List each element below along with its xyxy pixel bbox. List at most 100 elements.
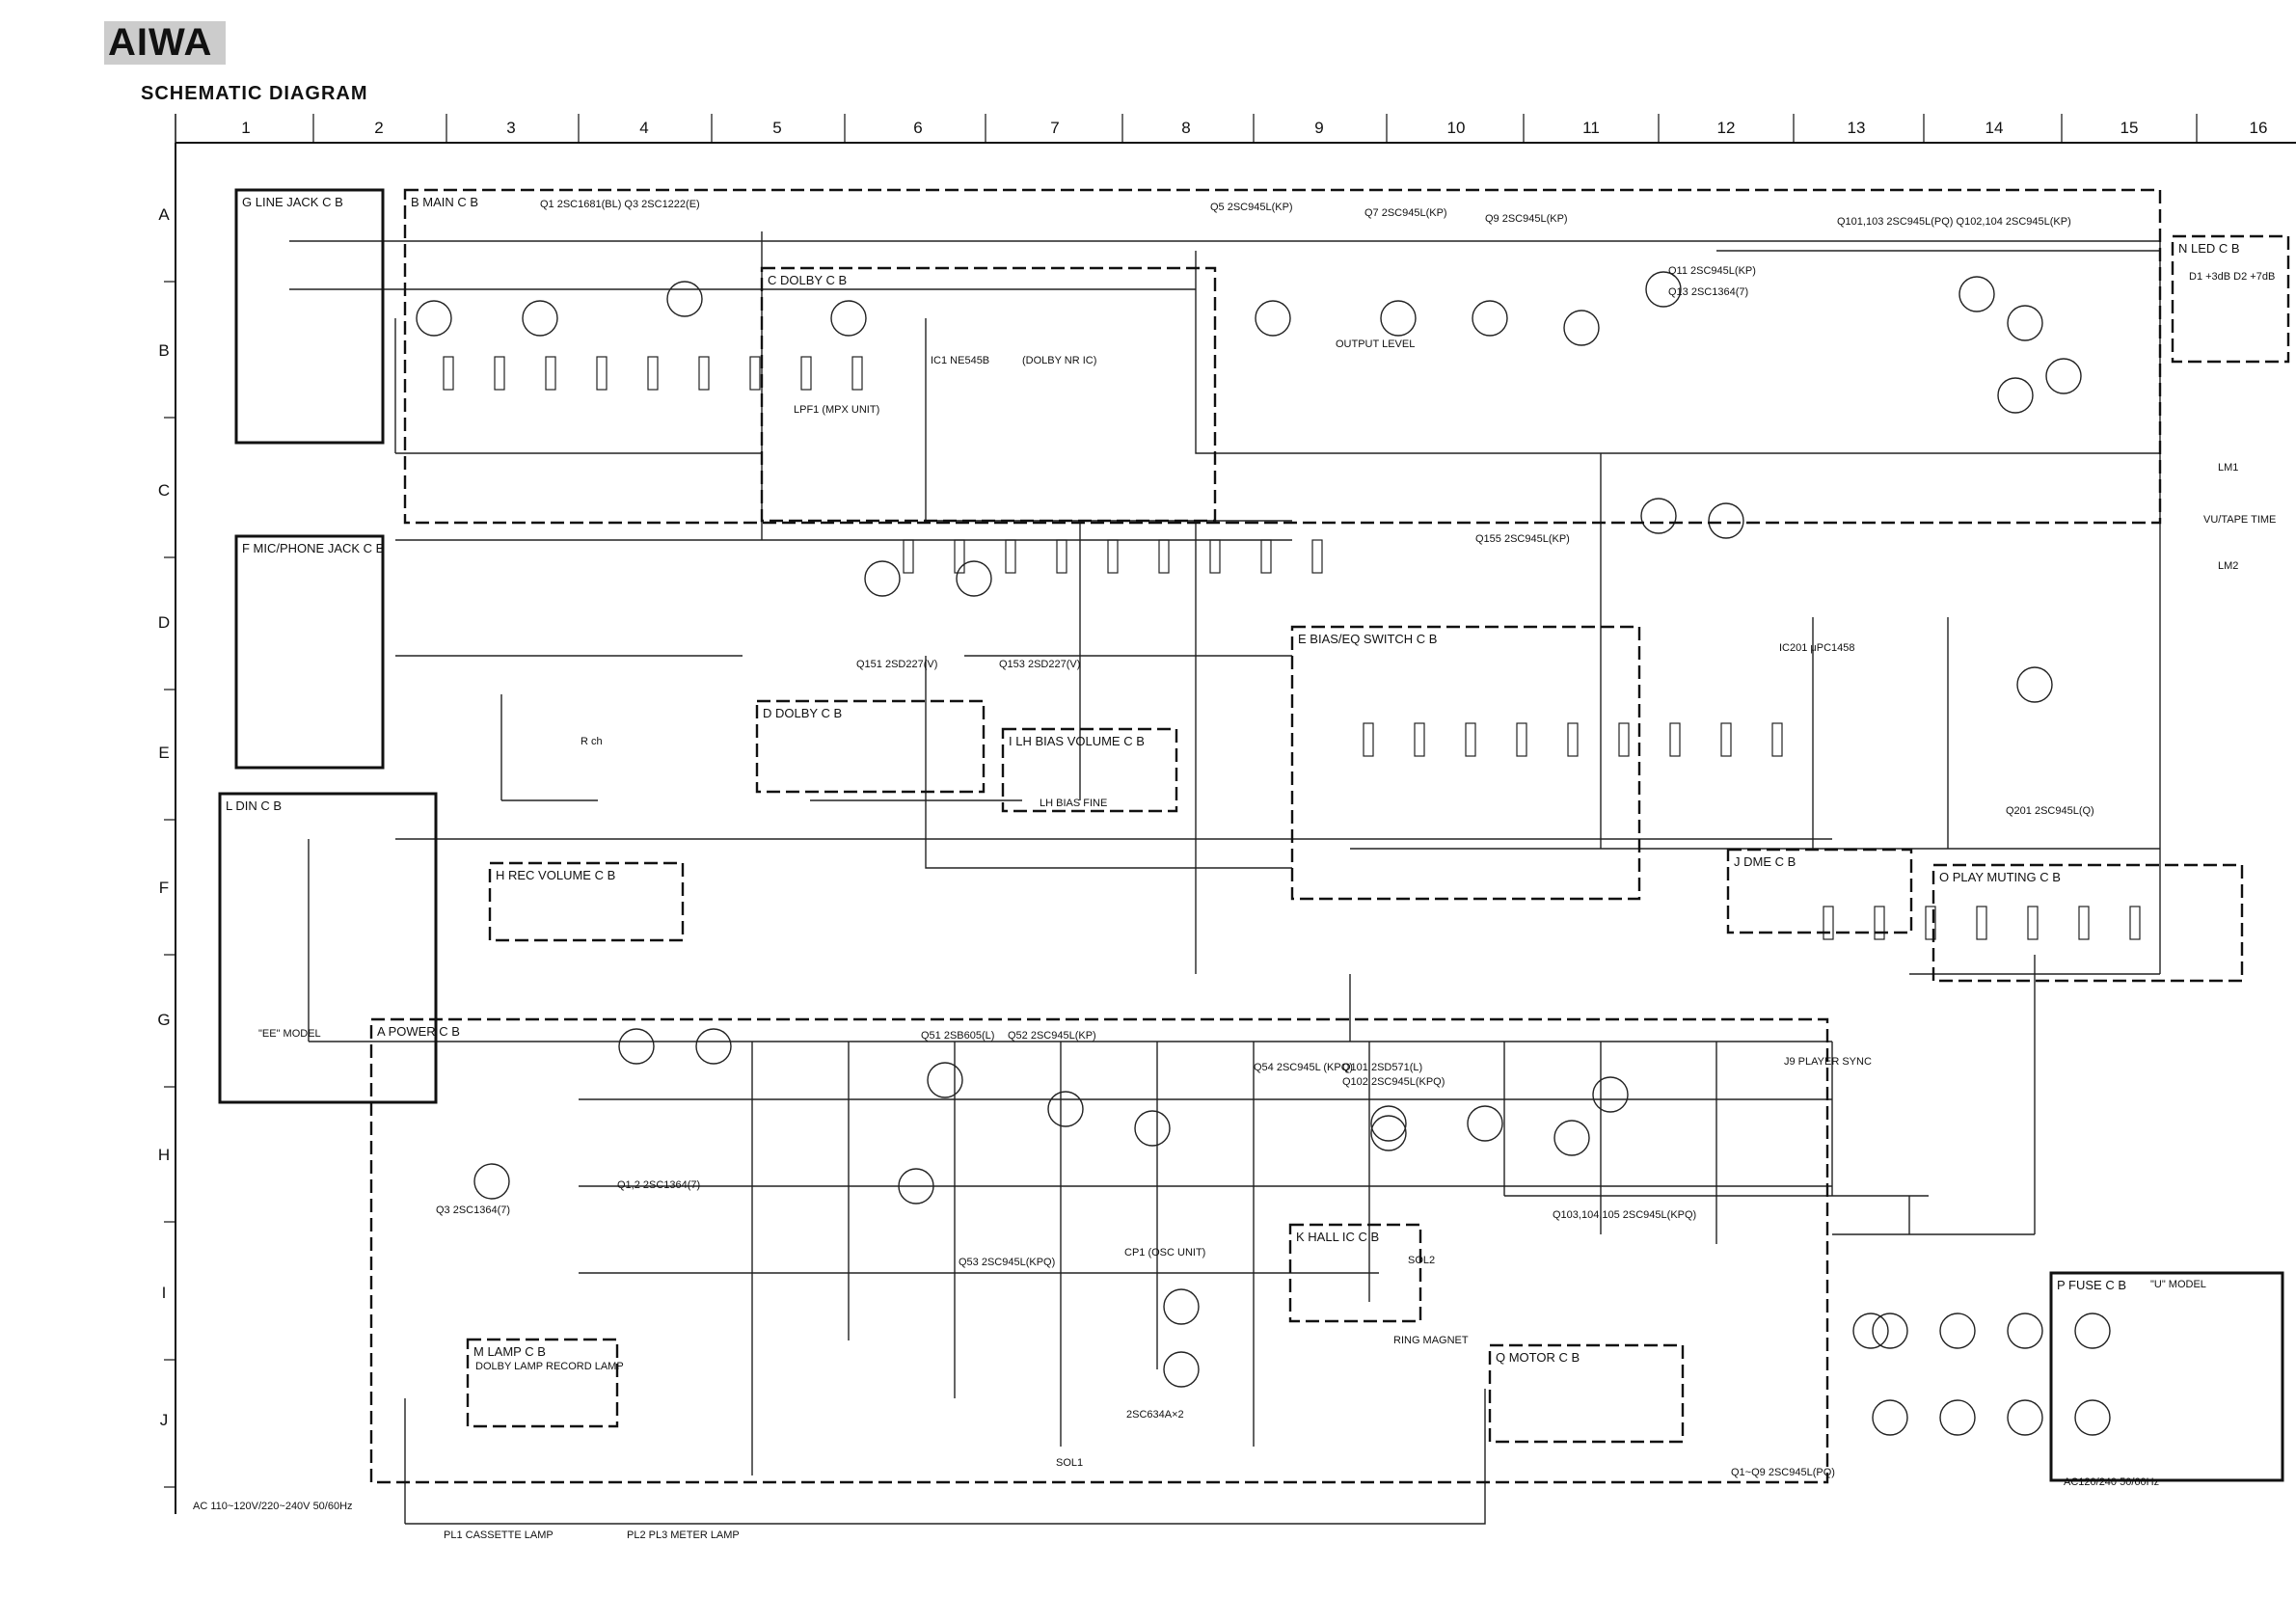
component-annotations: Q1 2SC1681(BL) Q3 2SC1222(E) Q5 2SC945L(K… xyxy=(193,199,2276,1541)
grid-column-3: 3 xyxy=(506,119,515,137)
annotation-osc: 2SC634A×2 xyxy=(1126,1409,1184,1421)
grid-column-9: 9 xyxy=(1314,119,1323,137)
block-label-dolby1: C DOLBY C B xyxy=(768,273,847,287)
block-label-led: N LED C B xyxy=(2178,241,2240,256)
annotation-q53: Q53 2SC945L(KPQ) xyxy=(959,1257,1055,1268)
grid-column-12: 12 xyxy=(1717,119,1736,137)
annotation-q9: Q9 2SC945L(KP) xyxy=(1485,213,1568,225)
annotation-q13: Q13 2SC1364(7) xyxy=(1668,286,1748,298)
annotation-pl23: PL2 PL3 METER LAMP xyxy=(627,1529,740,1541)
annotation-pl1: PL1 CASSETTE LAMP xyxy=(444,1529,554,1541)
block-lh-bias: I LH BIAS VOLUME C B xyxy=(1001,727,1178,813)
annotation-dolbylamp: DOLBY LAMP xyxy=(475,1361,543,1372)
grid-row-J: J xyxy=(160,1411,169,1429)
annotation-q153: Q153 2SD227(V) xyxy=(999,659,1080,670)
annotation-lm2: LM2 xyxy=(2218,560,2238,572)
grid-column-10: 10 xyxy=(1447,119,1466,137)
annotation-q7: Q7 2SC945L(KP) xyxy=(1364,207,1447,219)
block-led: N LED C B xyxy=(2171,234,2290,364)
block-label-din: L DIN C B xyxy=(226,798,282,813)
grid-column-14: 14 xyxy=(1985,119,2004,137)
block-label-fuse: P FUSE C B xyxy=(2057,1278,2126,1292)
grid-column-1: 1 xyxy=(241,119,250,137)
grid-row-B: B xyxy=(158,341,169,360)
annotation-um: "U" MODEL xyxy=(2150,1279,2206,1290)
annotation-q201: Q201 2SC945L(Q) xyxy=(2006,805,2094,817)
grid-column-13: 13 xyxy=(1848,119,1866,137)
annotation-cp1: CP1 (OSC UNIT) xyxy=(1124,1247,1205,1259)
grid-column-16: 16 xyxy=(2250,119,2268,137)
annotation-lpf1: LPF1 (MPX UNIT) xyxy=(794,404,879,416)
annotation-q54: Q54 2SC945L (KPQ) xyxy=(1254,1062,1353,1073)
block-power: A POWER C B xyxy=(369,1017,1829,1484)
grid-row-I: I xyxy=(162,1284,167,1302)
block-line-jack: G LINE JACK C B xyxy=(234,188,385,445)
block-dme: J DME C B xyxy=(1726,848,1913,934)
annotation-q151: Q151 2SD227(V) xyxy=(856,659,937,670)
block-label-hall-ic: K HALL IC C B xyxy=(1296,1230,1379,1244)
grid-column-6: 6 xyxy=(913,119,922,137)
block-label-mic-phone: F MIC/PHONE JACK C B xyxy=(242,541,384,555)
grid-row-F: F xyxy=(159,879,169,897)
annotation-j9: J9 PLAYER SYNC xyxy=(1784,1056,1872,1068)
block-label-line-jack: G LINE JACK C B xyxy=(242,195,343,209)
grid-row-A: A xyxy=(158,205,170,224)
block-hall-ic: K HALL IC C B xyxy=(1288,1223,1422,1323)
block-dolby2: D DOLBY C B xyxy=(755,699,986,794)
grid-column-11: 11 xyxy=(1582,119,1600,137)
annotation-q101: Q101,103 2SC945L(PQ) Q102,104 2SC945L(KP… xyxy=(1837,216,2071,228)
block-label-bias-eq: E BIAS/EQ SWITCH C B xyxy=(1298,632,1437,646)
block-label-lamp: M LAMP C B xyxy=(473,1344,546,1359)
block-label-power: A POWER C B xyxy=(377,1024,460,1039)
grid-row-D: D xyxy=(158,613,170,632)
block-din: L DIN C B xyxy=(218,792,438,1104)
block-label-motor: Q MOTOR C B xyxy=(1496,1350,1580,1365)
circuit-blocks: G LINE JACK C B B MAIN C B C DOLBY C B F MI… xyxy=(218,188,2290,1484)
annotation-ic201: IC201 μPC1458 xyxy=(1779,642,1855,654)
wiring xyxy=(289,231,2161,1525)
block-label-play-muting: O PLAY MUTING C B xyxy=(1939,870,2061,884)
annotation-lhbiasfine: LH BIAS FINE xyxy=(1040,798,1107,809)
annotation-sol1: SOL1 xyxy=(1056,1457,1083,1469)
annotation-dolbynr: (DOLBY NR IC) xyxy=(1022,355,1096,366)
annotation-q5: Q5 2SC945L(KP) xyxy=(1210,202,1293,213)
grid-row-C: C xyxy=(158,481,170,500)
grid-column-7: 7 xyxy=(1050,119,1059,137)
annotation-q101p: Q101 2SD571(L) xyxy=(1342,1062,1422,1073)
block-label-main: B MAIN C B xyxy=(411,195,478,209)
annotation-ic1: IC1 NE545B xyxy=(931,355,989,366)
annotation-q102p: Q102 2SC945L(KPQ) xyxy=(1342,1076,1445,1088)
annotation-q3p: Q3 2SC1364(7) xyxy=(436,1204,510,1216)
annotation-q52: Q52 2SC945L(KP) xyxy=(1008,1030,1096,1042)
grid-row-E: E xyxy=(158,744,169,762)
grid-column-15: 15 xyxy=(2120,119,2139,137)
annotation-vutape: VU/TAPE TIME xyxy=(2203,514,2276,526)
block-label-rec-volume: H REC VOLUME C B xyxy=(496,868,615,882)
annotation-q51: Q51 2SB605(L) xyxy=(921,1030,994,1042)
annotation-rch: R ch xyxy=(581,736,603,747)
annotation-ee: "EE" MODEL xyxy=(258,1028,321,1040)
annotation-reclamp: RECORD LAMP xyxy=(546,1361,624,1372)
annotation-ac: AC 110~120V/220~240V 50/60Hz xyxy=(193,1501,353,1512)
annotation-outlevel: OUTPUT LEVEL xyxy=(1336,338,1415,350)
annotation-q1q3: Q1 2SC1681(BL) Q3 2SC1222(E) xyxy=(540,199,700,210)
annotation-ac2: AC120/240 50/60Hz xyxy=(2064,1476,2159,1488)
block-bias-eq: E BIAS/EQ SWITCH C B xyxy=(1290,625,1641,901)
block-label-dme: J DME C B xyxy=(1734,854,1796,869)
annotation-q11: Q11 2SC945L(KP) xyxy=(1668,265,1756,277)
block-label-lh-bias: I LH BIAS VOLUME C B xyxy=(1009,734,1145,748)
annotation-led1: D1 +3dB D2 +7dB xyxy=(2189,271,2275,283)
annotation-q12: Q1,2 2SC1364(7) xyxy=(617,1179,700,1191)
grid-row-G: G xyxy=(157,1011,170,1029)
annotation-ringmag: RING MAGNET xyxy=(1393,1335,1469,1346)
annotation-q155: Q155 2SC945L(KP) xyxy=(1475,533,1570,545)
grid-column-8: 8 xyxy=(1181,119,1190,137)
annotation-sol2: SOL2 xyxy=(1408,1255,1435,1266)
block-dolby1: C DOLBY C B xyxy=(760,266,1217,523)
block-main: B MAIN C B xyxy=(403,188,2162,525)
brand-logo: AIWA xyxy=(104,21,227,65)
block-play-muting: O PLAY MUTING C B xyxy=(1931,863,2244,983)
